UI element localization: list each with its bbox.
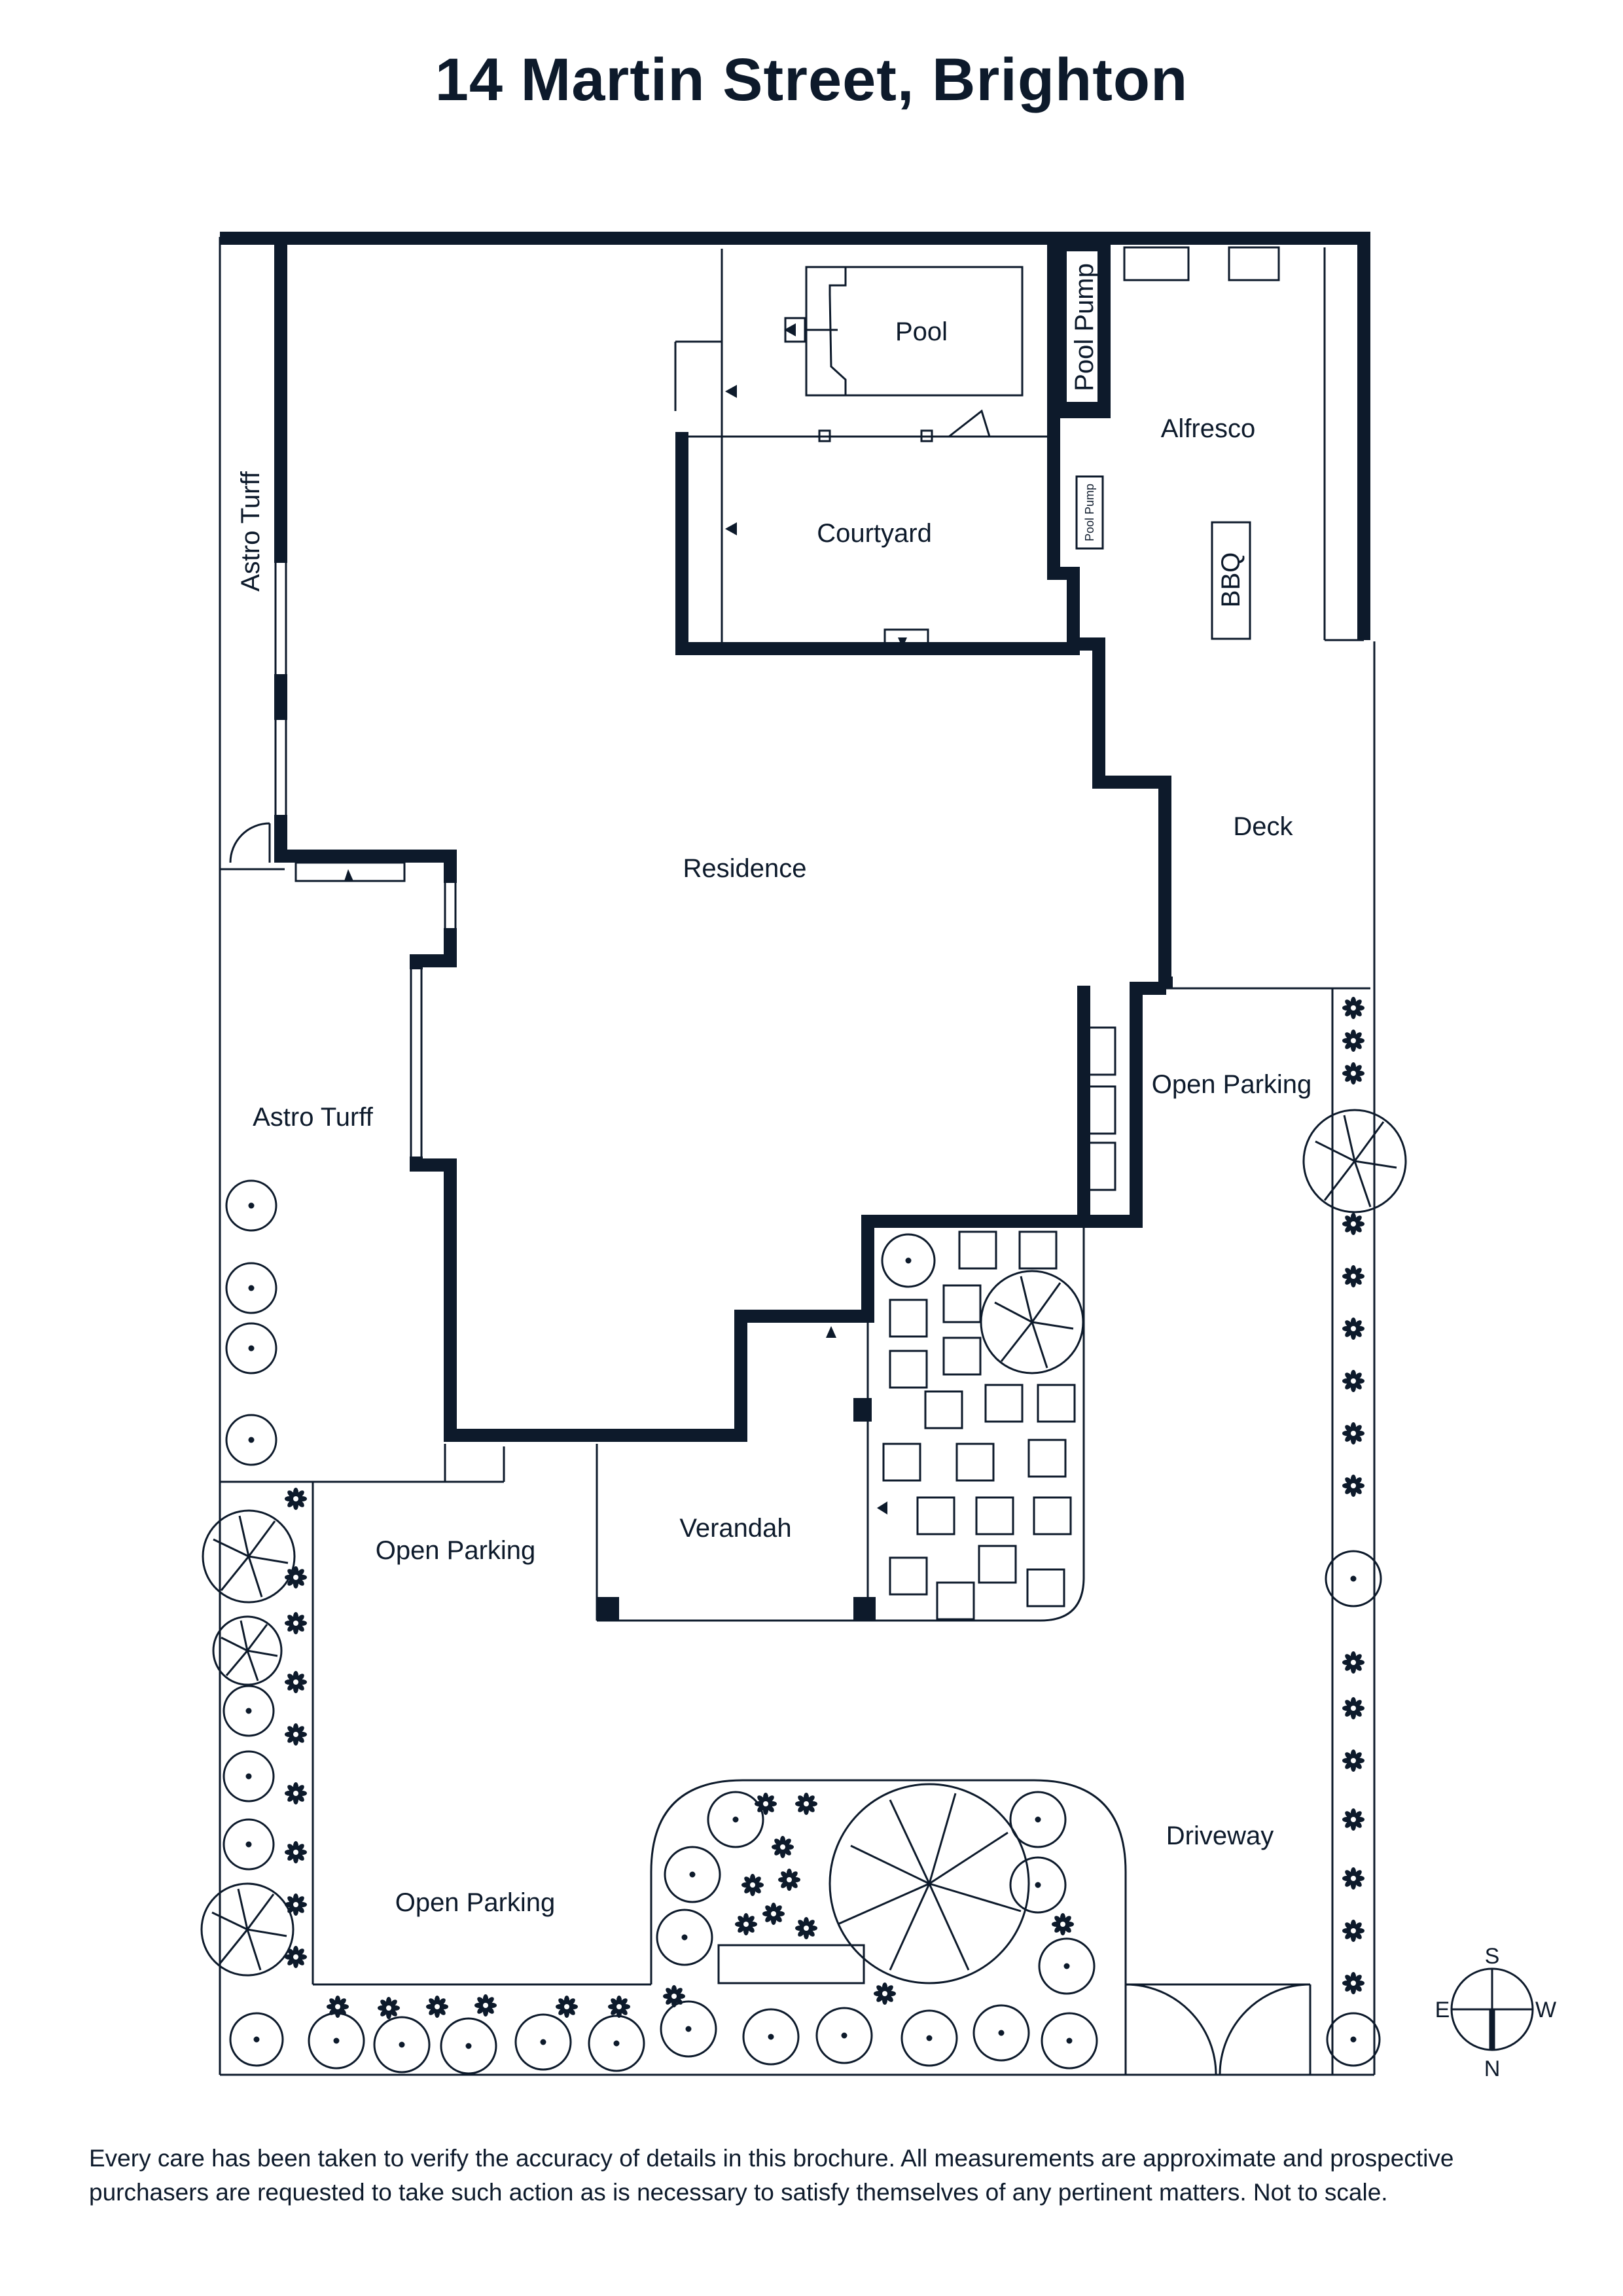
posts [597,1398,876,1621]
flower-icon [1342,1920,1364,1942]
flower-icon [285,1782,307,1804]
flower-icon [1342,1697,1364,1719]
flower-icon [1342,1318,1364,1340]
label-open-parking-left-top: Open Parking [376,1536,536,1565]
arrows [344,323,907,1515]
flower-icon [1342,1475,1364,1497]
exterior-walls [220,232,1370,1442]
flower-icon [1342,1867,1364,1890]
trees [200,1109,1407,1984]
flower-icon [1342,997,1364,1019]
page-title: 14 Martin Street, Brighton [435,46,1188,113]
flower-icon [795,1793,817,1815]
flower-icon [735,1913,757,1935]
room-labels: Pool Pool Pump Alfresco Courtyard Pool P… [236,263,1311,1917]
flower-icon [285,1841,307,1863]
flower-icon [285,1566,307,1588]
flower-icon [795,1917,817,1939]
compass-n: N [1484,2056,1501,2081]
flower-icon [474,1994,497,2017]
flower-icon [608,1996,630,2018]
compass-labels: S E W N [1435,1944,1556,2081]
flower-icon [1342,1972,1364,1994]
flower-icon [755,1793,777,1815]
compass [1450,1967,1534,2051]
label-residence: Residence [683,854,806,883]
label-alfresco: Alfresco [1161,414,1256,443]
label-bbq: BBQ [1217,552,1245,607]
flower-icon [1052,1913,1074,1935]
flower-icon [285,1488,307,1510]
flower-icon [663,1985,685,2007]
flower-icon [426,1996,448,2018]
flower-icon [285,1946,307,1968]
flower-icon [1342,1265,1364,1287]
pool-pump-wall [1054,242,1111,418]
flower-icon [1342,1030,1364,1052]
flower-icon [378,1997,400,2019]
flower-icon [1342,1422,1364,1444]
flower-icon [1342,1062,1364,1085]
flower-icon [1342,1370,1364,1392]
flower-icon [285,1612,307,1634]
flower-icon [1342,1808,1364,1831]
flower-icon [1342,1749,1364,1772]
compass-s: S [1485,1944,1500,1969]
label-deck: Deck [1233,812,1293,841]
label-verandah: Verandah [679,1514,791,1543]
thin-lines [229,246,1370,2075]
label-pool-pump-small: Pool Pump [1083,484,1096,541]
flower-icon [1342,1651,1364,1674]
disclaimer-text: Every care has been taken to verify the … [89,2145,1454,2206]
flower-icon [285,1893,307,1916]
label-pool-pump: Pool Pump [1070,263,1099,391]
compass-w: W [1535,1998,1556,2022]
label-courtyard: Courtyard [817,519,932,548]
label-open-parking-right: Open Parking [1152,1070,1312,1099]
label-driveway: Driveway [1166,1821,1274,1850]
flower-icon [874,1982,896,2005]
paving-stones [882,1230,1076,1621]
flower-icon [1342,1213,1364,1235]
flower-icon [556,1996,578,2018]
flower-icon [285,1671,307,1693]
flower-icon [762,1903,785,1925]
flower-icon [772,1836,794,1858]
compass-e: E [1435,1998,1450,2022]
label-astro-turf-top: Astro Turff [236,471,265,592]
label-open-parking-left-bottom: Open Parking [395,1888,556,1917]
flower-icon [778,1869,800,1891]
flower-icon [327,1996,349,2018]
flowers [285,997,1364,2019]
flower-icon [285,1723,307,1746]
shrubs [223,1179,1382,2075]
flower-icon [741,1874,764,1896]
label-astro-turf-side: Astro Turff [253,1103,374,1132]
site-boundary [219,237,1376,2076]
label-pool: Pool [895,317,948,346]
